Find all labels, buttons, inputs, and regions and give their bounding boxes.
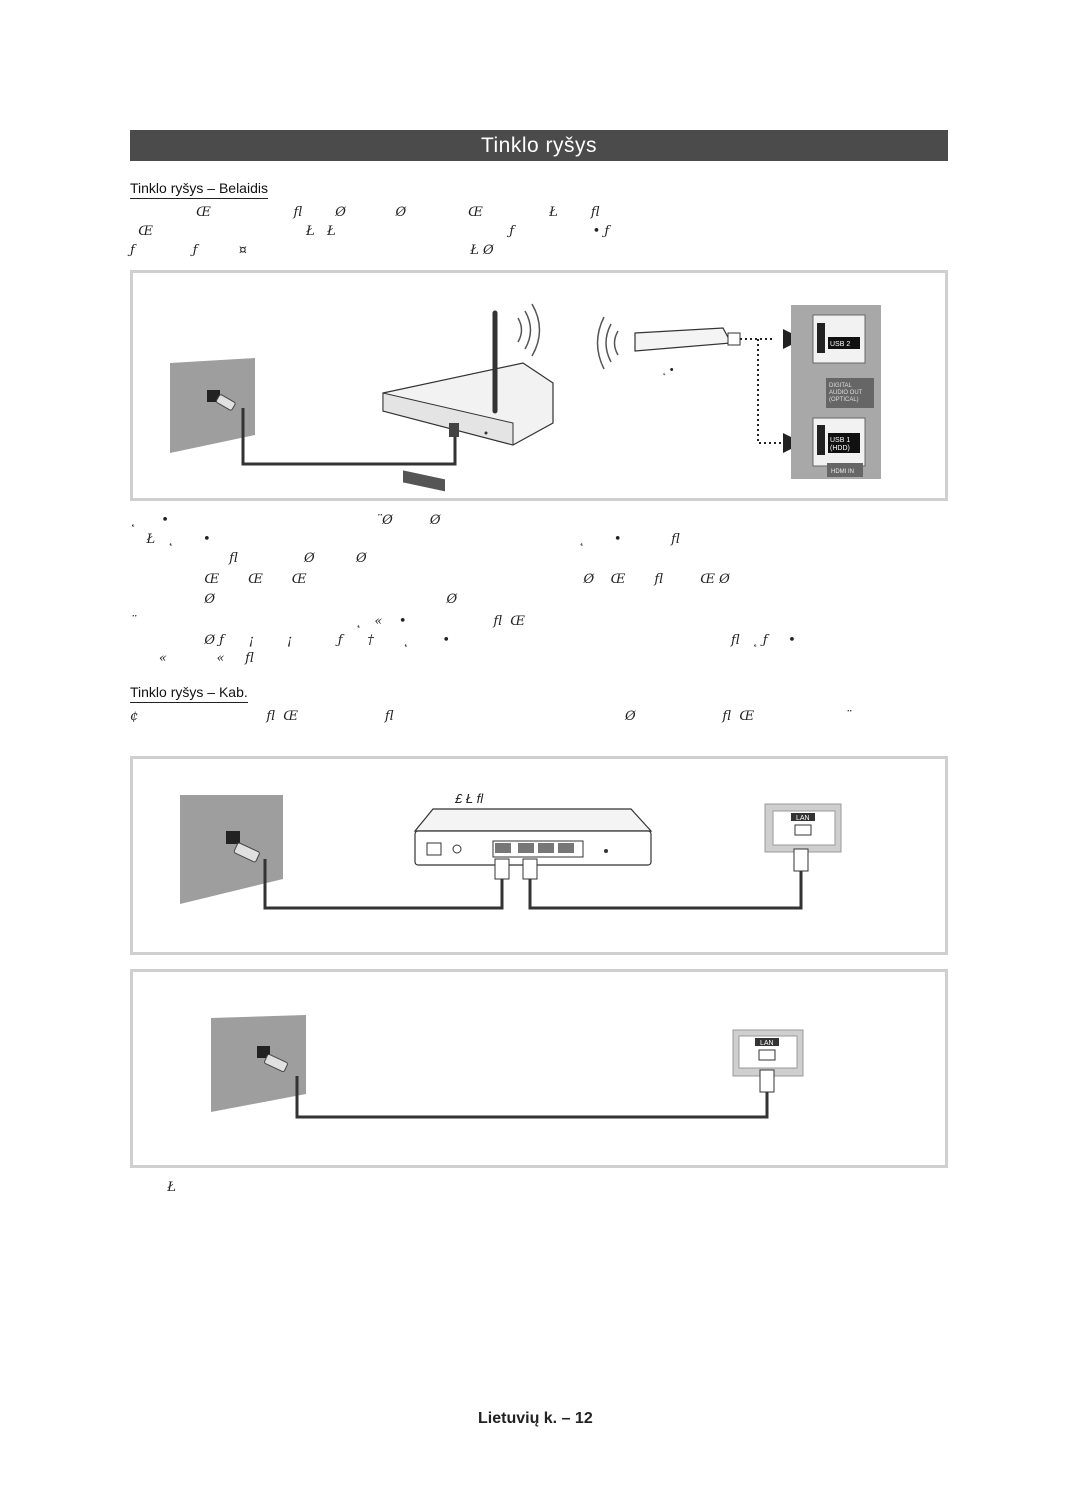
page-number: Lietuvių k. – 12 [478,1410,593,1427]
wireless-router-icon [382,310,554,492]
wireless-note-line-8: « « ﬂ [130,651,254,666]
wireless-note-line-2: Ł ˛ • ˛ • ﬂ [130,532,680,547]
cable-router-diagram-panel: £ Ł ﬂ LAN [130,756,948,955]
wall-outlet-panel-3 [211,1015,306,1112]
wireless-note-line-6: ¨ ˛ « • ﬂ Œ [130,614,526,629]
usb1-label: USB 1 [830,437,850,444]
lan-label-1: LAN [796,815,810,822]
cable-intro-line: ¢ ﬂ Œ ﬂ Ø ﬂ Œ ¨ [130,709,852,724]
cable-plug-icon-3 [264,1053,288,1073]
tv-plug-icon [793,848,809,872]
dotted-connection-line-2 [757,339,783,444]
wifi-signal-icon [517,303,541,357]
digital-audio-block [826,378,874,408]
hdmi-in-label: HDMI IN [831,469,854,475]
wireless-intro-line-1: Œ ﬂ Ø Ø Œ Ł ﬂ [130,205,600,220]
wireless-note-line-1: ˛ • ¨Ø Ø [130,513,441,528]
wireless-intro-line-3: ƒ ƒ ¤ Ł Ø [130,243,494,258]
wireless-note-line-7: Ø ƒ ¡ ¡ ƒ † ˛ • ﬂ ˛ ƒ • [130,633,796,648]
router-plug-2 [522,858,538,880]
page-title: Tinklo ryšys [130,130,948,161]
wireless-diagram-panel: ˛ • USB 2 DIGITAL AUDIO OUT (OPTICAL) US… [130,270,948,501]
wireless-diagram: ˛ • USB 2 DIGITAL AUDIO OUT (OPTICAL) US… [170,303,881,492]
hdd-label: (HDD) [830,445,850,452]
wireless-note-line-3: ﬂ Ø Ø [130,551,367,566]
usb-wireless-adapter-icon [634,327,741,352]
wireless-intro-line-2: Œ Ł Ł ƒ • ƒ [130,224,610,239]
router-label: £ Ł ﬂ [454,791,484,806]
cable-plug-icon [215,394,236,411]
wall-outlet-panel [170,358,255,453]
svg-text:DIGITAL: DIGITAL [829,383,853,389]
wall-socket-icon-3 [257,1046,270,1058]
cable-wall-to-router [263,859,504,910]
usb2-label: USB 2 [830,341,850,348]
wall-outlet-panel-2 [180,795,283,904]
cable-note: Ł [130,1180,176,1195]
svg-text:AUDIO OUT: AUDIO OUT [829,390,863,396]
wall-socket-icon-2 [226,831,240,844]
cable-wall-to-tv [295,1076,769,1119]
cable-router-to-tv [528,857,803,910]
wireless-note-line-5: Ø Ø [130,592,458,607]
adapter-label: ˛ • [663,364,674,376]
cable-plug-icon-2 [233,842,260,863]
wireless-section-heading: Tinklo ryšys – Belaidis [130,180,268,199]
lan-port-icon [794,824,812,836]
cable-section-heading: Tinklo ryšys – Kab. [130,684,248,703]
cable-direct-diagram-panel: LAN [130,969,948,1168]
svg-text:(OPTICAL): (OPTICAL) [829,397,859,403]
cable-router-diagram: £ Ł ﬂ LAN [180,791,842,910]
lan-label-2: LAN [760,1040,774,1047]
lan-port-icon-2 [758,1049,776,1061]
router-icon [413,808,653,866]
wifi-receive-icon [596,316,619,370]
ethernet-cable-line [241,408,457,466]
tv-plug-icon-2 [759,1069,775,1093]
router-plug-1 [494,858,510,880]
wall-socket-icon [207,390,220,402]
wireless-note-line-4: Œ Œ Œ Ø Œ ﬂ Œ Ø [130,572,730,587]
cable-direct-diagram: LAN [211,1015,804,1119]
